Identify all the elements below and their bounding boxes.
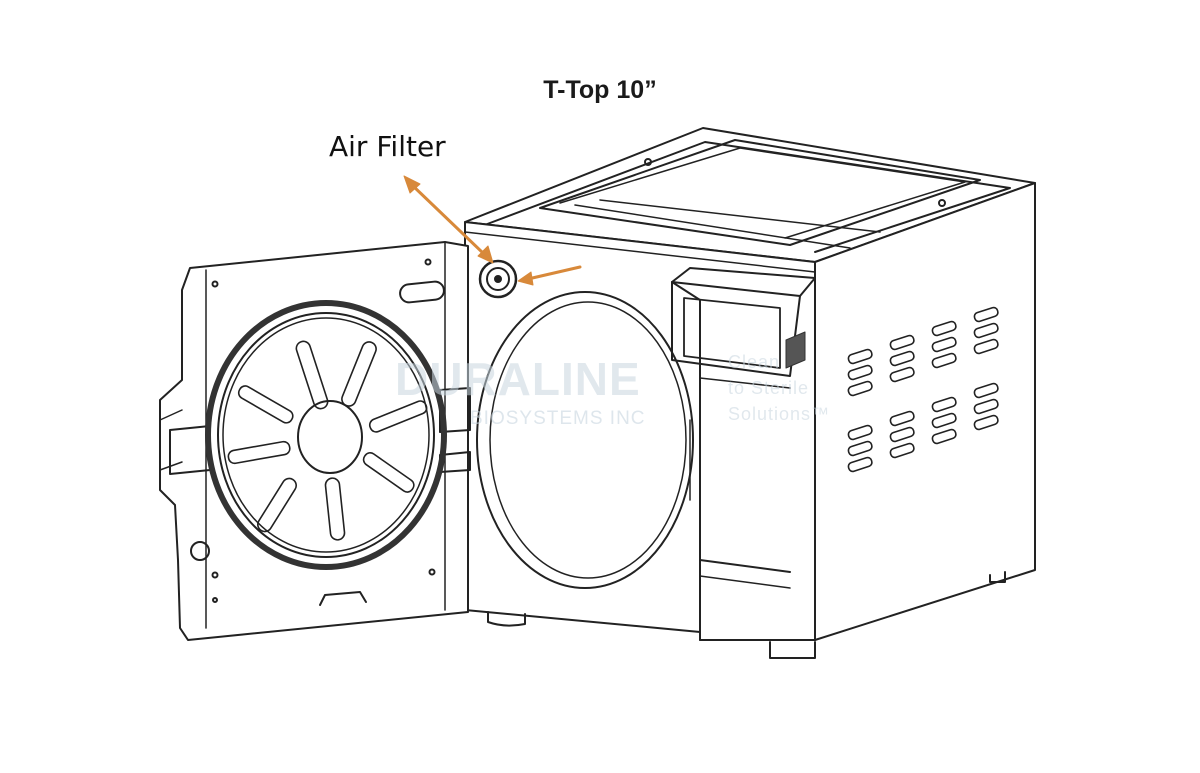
watermark-tagline-1: Clean [728,352,781,372]
watermark-tagline-3: Solutions™ [728,404,831,424]
door-fins [227,340,428,541]
watermark-brand: DURALINE [395,353,641,405]
callout-leader-line [410,183,486,256]
air-filter-label: Air Filter [329,130,446,163]
door-gasket [205,300,447,570]
side-vents [847,306,999,473]
watermark-tagline-2: to Sterile [728,378,810,398]
control-panel [671,267,816,641]
air-filter-component [478,259,518,299]
arrow-head-up-icon [403,175,421,194]
callout-arrows [403,175,582,286]
arrow-head-down-icon [477,245,494,264]
pointer-line [526,265,582,281]
side-grille [785,331,806,369]
autoclave-side [814,182,1036,641]
open-door [159,241,471,641]
touch-screen [683,297,781,369]
diagram-title: T-Top 10” [543,76,657,104]
chamber-opening [476,291,694,589]
watermark-subtitle: BIOSYSTEMS INC [470,408,646,429]
arrow-head-left-icon [517,271,534,286]
